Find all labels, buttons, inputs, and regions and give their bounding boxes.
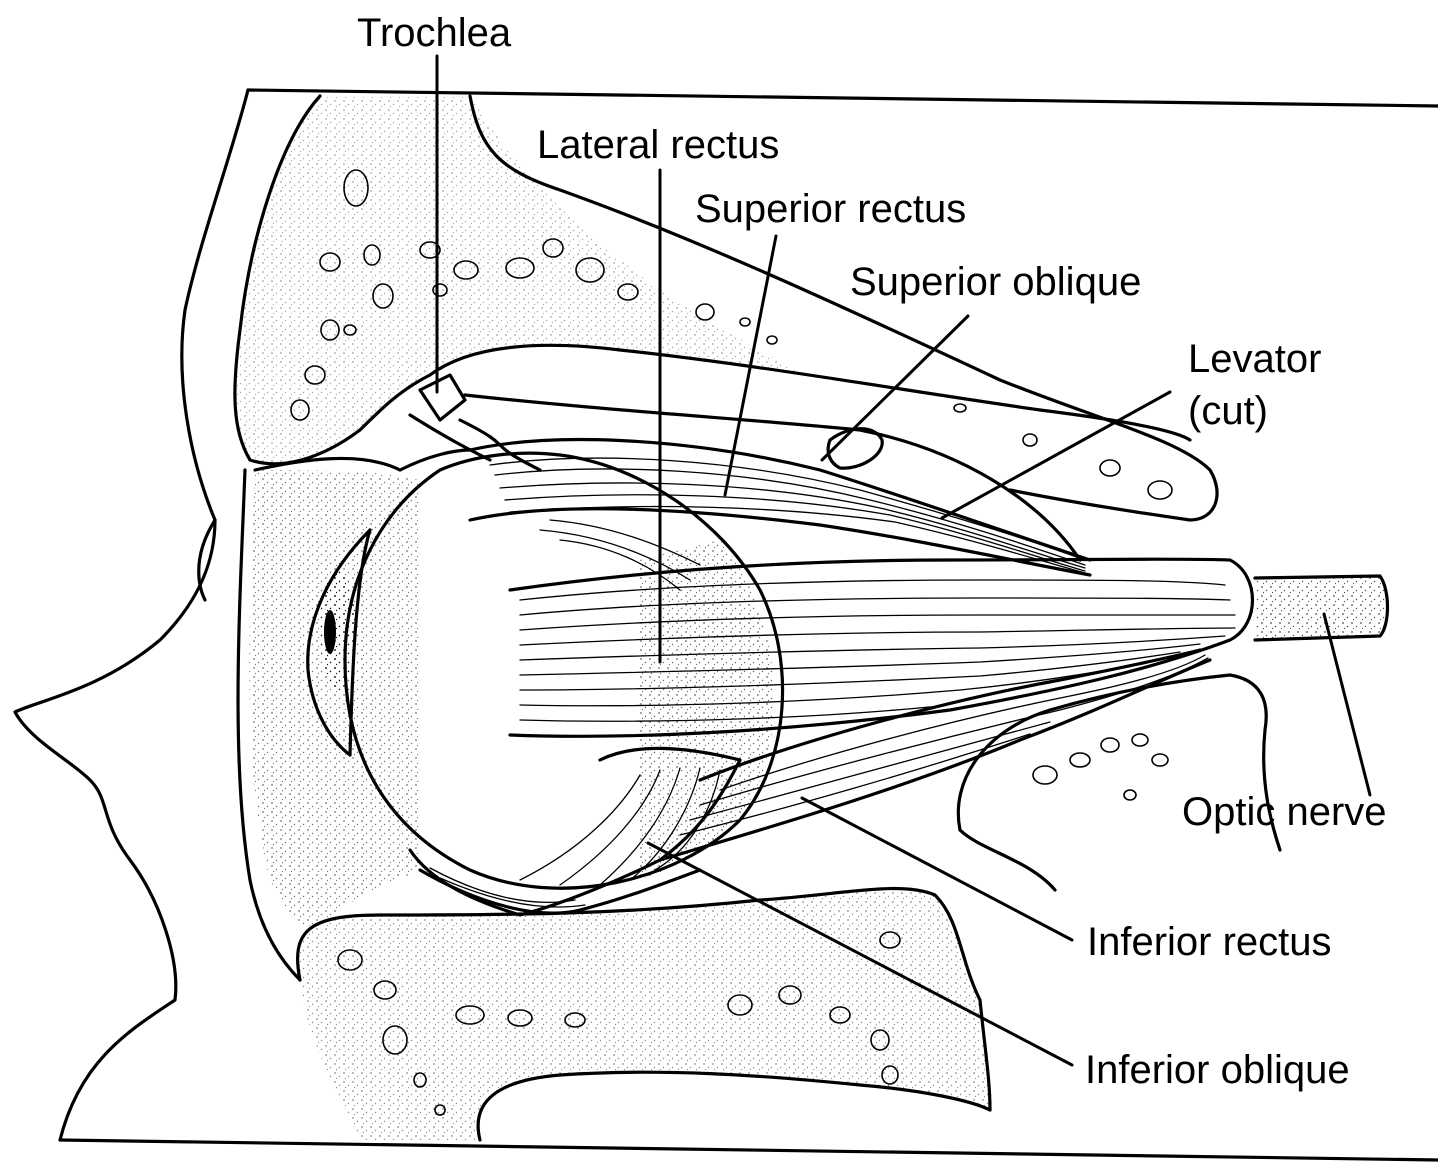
optic-nerve-leader [1324,614,1370,795]
face-profile [15,90,248,1140]
label-superior-rectus: Superior rectus [695,187,966,231]
label-levator: Levator [1188,337,1321,381]
label-superior-oblique: Superior oblique [850,260,1141,304]
label-optic-nerve: Optic nerve [1182,790,1387,834]
label-inferior-oblique: Inferior oblique [1085,1048,1350,1092]
label-lateral-rectus: Lateral rectus [537,123,779,167]
label-levator-cut: (cut) [1188,389,1268,433]
label-inferior-rectus: Inferior rectus [1087,920,1332,964]
label-trochlea: Trochlea [357,11,512,55]
